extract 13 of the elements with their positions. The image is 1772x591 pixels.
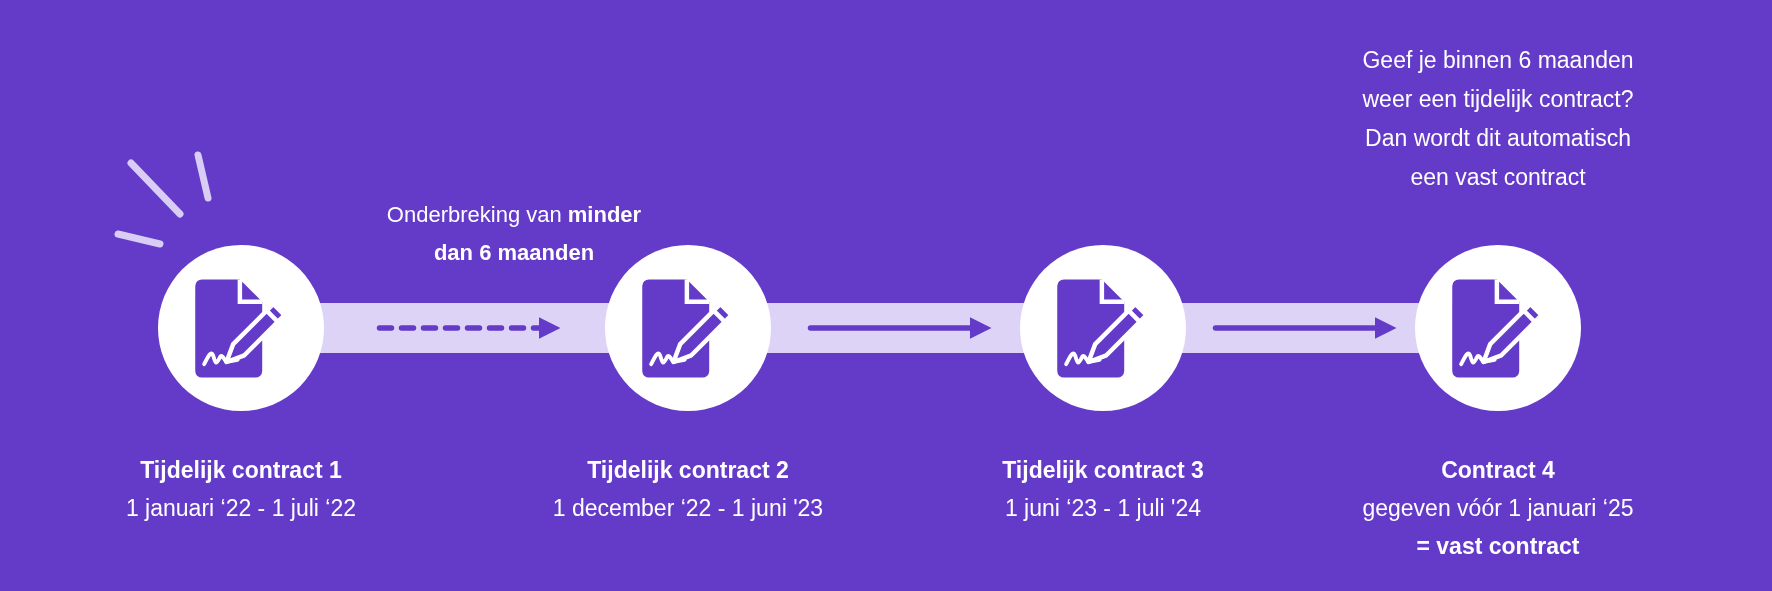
contract-period: gegeven vóór 1 januari ‘25 = vast contract: [1361, 494, 1635, 561]
contract-title: Contract 4: [1441, 456, 1555, 485]
contract-title: Tijdelijk contract 2: [587, 456, 789, 485]
contract-period: 1 december ‘22 - 1 juni '23: [551, 494, 825, 523]
arrow: [807, 317, 992, 339]
contract-title: Tijdelijk contract 1: [140, 456, 342, 485]
contract-title: Tijdelijk contract 3: [1002, 456, 1204, 485]
arrow: [1212, 317, 1397, 339]
note-text: Geef je binnen 6 maanden weer een tijdelijk contract? Dan wordt dit automatisch een vast contract: [1361, 46, 1635, 192]
edge-label: Onderbreking van minder dan 6 maanden: [385, 201, 643, 267]
contract-period: 1 januari ‘22 - 1 juli ‘22: [124, 494, 358, 523]
arrow: [376, 317, 561, 339]
contract-period: 1 juni ‘23 - 1 juli '24: [1003, 494, 1203, 523]
